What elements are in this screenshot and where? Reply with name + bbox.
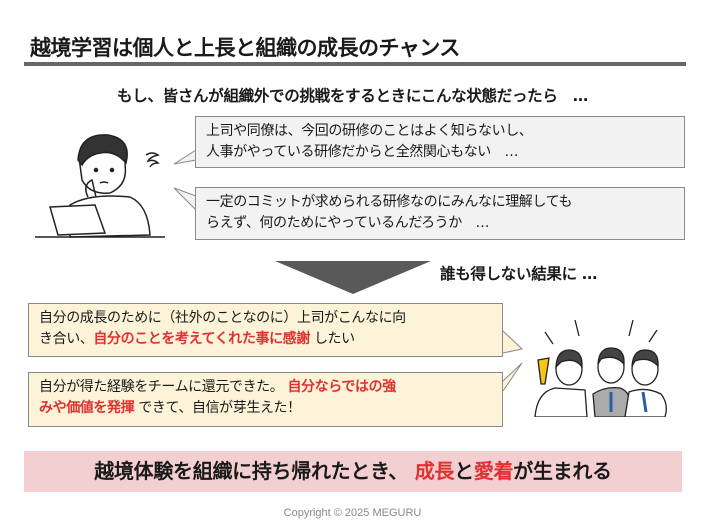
bubble-text: き合い、 — [39, 331, 94, 347]
banner-text: と — [454, 459, 474, 483]
subtitle: もし、皆さんが組織外での挑戦をするときにこんな状態だったら … — [117, 87, 588, 105]
result-text: 誰も得しない結果に … — [440, 265, 598, 283]
concern-bubble-1: 上司や同僚は、今回の研修のことはよく知らないし、 人事がやっている研修だからと全… — [195, 116, 685, 168]
confidence-bubble: 自分が得た経験をチームに還元できた。 自分ならではの強 みや価値を発揮 できて、… — [28, 372, 503, 427]
bubble-text: 一定のコミットが求められる研修なのにみんなに理解しても — [206, 194, 573, 210]
copyright: Copyright © 2025 MEGURU — [283, 507, 422, 519]
bubble-text: 人事がやっている研修だからと全然関心もない … — [206, 144, 519, 160]
highlight-text: 自分のことを考えてくれた事に感謝 — [93, 331, 310, 347]
down-arrow-icon — [275, 261, 431, 294]
worried-person-illustration — [35, 134, 165, 238]
highlight-text: 自分ならではの強 — [287, 379, 396, 395]
page-title: 越境学習は個人と上長と組織の成長のチャンス — [30, 36, 460, 60]
bubble-text: したい — [309, 331, 355, 347]
banner-text: 越境体験を組織に持ち帰れたとき、 — [94, 459, 415, 483]
title-divider — [24, 62, 686, 66]
bubble-text: らえず、何のためにやっているんだろうか … — [206, 215, 490, 231]
highlight-text: みや価値を発揮 — [39, 400, 135, 416]
highlight-growth: 成長 — [414, 459, 455, 483]
concern-bubble-2: 一定のコミットが求められる研修なのにみんなに理解しても らえず、何のためにやって… — [195, 187, 685, 240]
bubble-text: 自分が得た経験をチームに還元できた。 — [39, 379, 288, 395]
happy-team-illustration — [534, 319, 667, 417]
bubble-tails-right — [502, 330, 524, 392]
banner-text: が生まれる — [513, 459, 612, 483]
bubble-text: 上司や同僚は、今回の研修のことはよく知らないし、 — [206, 123, 533, 139]
bubble-tails-left — [173, 150, 197, 211]
bubble-text: 自分の成長のために（社外のことなのに）上司がこんなに向 — [39, 310, 406, 326]
conclusion-banner: 越境体験を組織に持ち帰れたとき、 成長と愛着が生まれる — [24, 451, 682, 492]
bubble-text: できて、自信が芽生えた！ — [134, 400, 301, 416]
gratitude-bubble: 自分の成長のために（社外のことなのに）上司がこんなに向 き合い、自分のことを考え… — [28, 303, 503, 357]
highlight-attachment: 愛着 — [473, 459, 514, 483]
